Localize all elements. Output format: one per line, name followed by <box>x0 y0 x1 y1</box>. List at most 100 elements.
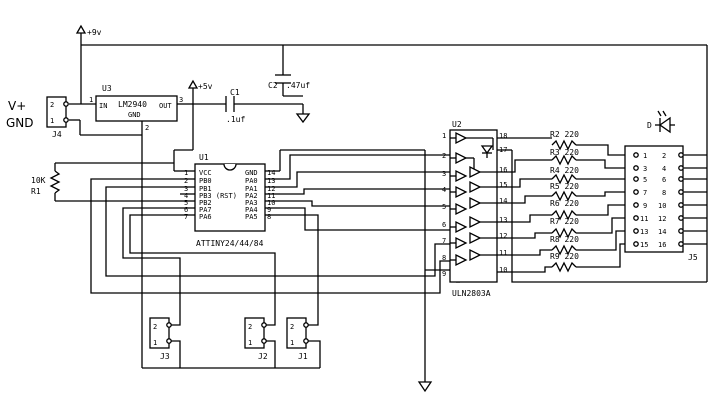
u2-pin-number: 9 <box>442 270 446 278</box>
u2-pin-number: 16 <box>499 166 507 174</box>
j2-ref: J2 <box>258 352 268 361</box>
j3-pin: 1 <box>153 339 157 347</box>
u1-pin-number: 5 <box>184 199 188 207</box>
driver-u2: U2 ULN2803A 1 2 3 4 5 6 7 8 9 18 17 16 1… <box>442 120 507 298</box>
u1-pin-number: 7 <box>184 213 188 221</box>
u1-pin-name: VCC <box>199 169 212 177</box>
u2-pin-number: 3 <box>442 170 446 178</box>
j5-pin: 4 <box>662 165 666 173</box>
buffer-icon <box>450 215 497 234</box>
j5-pin: 8 <box>662 189 666 197</box>
capacitor-c2: C2 .47uf <box>268 74 310 90</box>
resistor-label: R2 220 <box>550 130 579 139</box>
u1-pin-number: 11 <box>267 192 275 200</box>
u1-u2-wiring <box>90 154 450 368</box>
resistor-label: R9 220 <box>550 252 579 261</box>
j2-pin: 2 <box>248 323 252 331</box>
u2-pin-number: 8 <box>442 254 446 262</box>
u1-pin-number: 2 <box>184 177 188 185</box>
u2-pin-number: 11 <box>499 249 507 257</box>
j1-pin: 2 <box>290 323 294 331</box>
u1-pin-name: PA2 <box>245 192 258 200</box>
j4-pin: 1 <box>50 117 54 125</box>
u1-pin-number: 8 <box>267 213 271 221</box>
connector-j2: 2 1 J2 <box>244 317 268 361</box>
r1-value: 10K <box>31 176 46 185</box>
j5-left-pins: 1 3 5 7 9 11 13 15 <box>633 152 648 249</box>
buffer-icon <box>450 196 497 216</box>
output-wiring <box>497 137 552 273</box>
u1-ref: U1 <box>199 153 209 162</box>
connector-j4: 2 1 J4 <box>46 96 69 139</box>
resistor-label: R3 220 <box>550 148 579 157</box>
u2-pin-number: 1 <box>442 132 446 140</box>
u3-gnd-label: GND <box>128 111 141 119</box>
resistor: R8 220 <box>550 235 579 256</box>
u1-pin-name: PB2 <box>199 199 212 207</box>
j1-pin: 1 <box>290 339 294 347</box>
r1-ref: R1 <box>31 187 41 196</box>
u1-part: ATTINY24/44/84 <box>196 239 264 248</box>
resistor: R2 220 <box>550 130 579 151</box>
u1-pin-name: PA0 <box>245 177 258 185</box>
c2-ref: C2 <box>268 81 278 90</box>
j5-pin: 6 <box>662 176 666 184</box>
buffer-icon <box>450 248 497 267</box>
j5-pin: 7 <box>643 189 647 197</box>
j5-pin: 12 <box>658 215 666 223</box>
connector-j5: J5 1 3 5 7 9 11 13 15 2 4 6 8 10 12 14 1… <box>624 145 698 262</box>
j1-ref: J1 <box>298 352 308 361</box>
j5-pin: 9 <box>643 202 647 210</box>
resistor-label: R7 220 <box>550 217 579 226</box>
u1-pin-name: PA7 <box>199 206 212 214</box>
vcc5-arrow-icon <box>187 79 199 89</box>
j3-ref: J3 <box>160 352 170 361</box>
resistor-label: R6 220 <box>550 199 579 208</box>
j3-pin: 2 <box>153 323 157 331</box>
u1-pin-name: PB3 (RST) <box>199 192 237 200</box>
resistor: R6 220 <box>550 199 579 221</box>
u2-part: ULN2803A <box>452 289 491 298</box>
u2-pin-number: 10 <box>499 266 507 274</box>
u2-pin-number: 4 <box>442 186 446 194</box>
buffer-icon <box>450 165 497 183</box>
resistor: R5 220 <box>550 182 579 202</box>
gnd-label: GND <box>6 116 34 130</box>
u2-pin-number: 13 <box>499 216 507 224</box>
j5-pin: 1 <box>643 152 647 160</box>
buffer-icon <box>450 180 497 199</box>
u2-pin-number: 5 <box>442 203 446 211</box>
j4-pin: 2 <box>50 101 54 109</box>
u3-ref: U3 <box>102 84 112 93</box>
led-d: D <box>647 110 675 134</box>
u1-pin-number: 1 <box>184 169 188 177</box>
buffer-icon <box>450 151 478 173</box>
j5-pin: 3 <box>643 165 647 173</box>
mcu-u1: U1 ATTINY24/44/84 1 2 3 4 5 6 7 VCC PB0 … <box>180 153 280 248</box>
u1-pin-number: 4 <box>184 192 188 200</box>
vcc9-label: +9v <box>87 28 102 37</box>
resistor-r1: 10K R1 <box>31 162 180 202</box>
u1-pin-name: PA3 <box>245 199 258 207</box>
u1-pin-name: PA4 <box>245 206 258 214</box>
u2-pin-number: 15 <box>499 181 507 189</box>
u2-pin-number: 6 <box>442 221 446 229</box>
j5-pin: 11 <box>640 215 648 223</box>
d-ref: D <box>647 121 652 130</box>
buffer-icon <box>450 131 494 150</box>
j4-ref: J4 <box>52 130 62 139</box>
vcc9-arrow-icon <box>75 24 87 34</box>
u1-pin-name: PA5 <box>245 213 258 221</box>
u2-ref: U2 <box>452 120 462 129</box>
resistor-label: R4 220 <box>550 166 579 175</box>
u2-pin-number: 12 <box>499 232 507 240</box>
u2-pin-number: 14 <box>499 197 507 205</box>
j5-ref: J5 <box>688 253 698 262</box>
u1-pin-number: 6 <box>184 206 188 214</box>
flyback-diode-icon <box>480 145 494 158</box>
resistor-label: R8 220 <box>550 235 579 244</box>
resistor-bank: R2 220 R3 220 R4 220 R5 220 R6 220 R7 22… <box>550 130 579 273</box>
u2-pin-number: 7 <box>442 237 446 245</box>
buffer-icon <box>450 231 497 250</box>
j5-pin: 15 <box>640 241 648 249</box>
